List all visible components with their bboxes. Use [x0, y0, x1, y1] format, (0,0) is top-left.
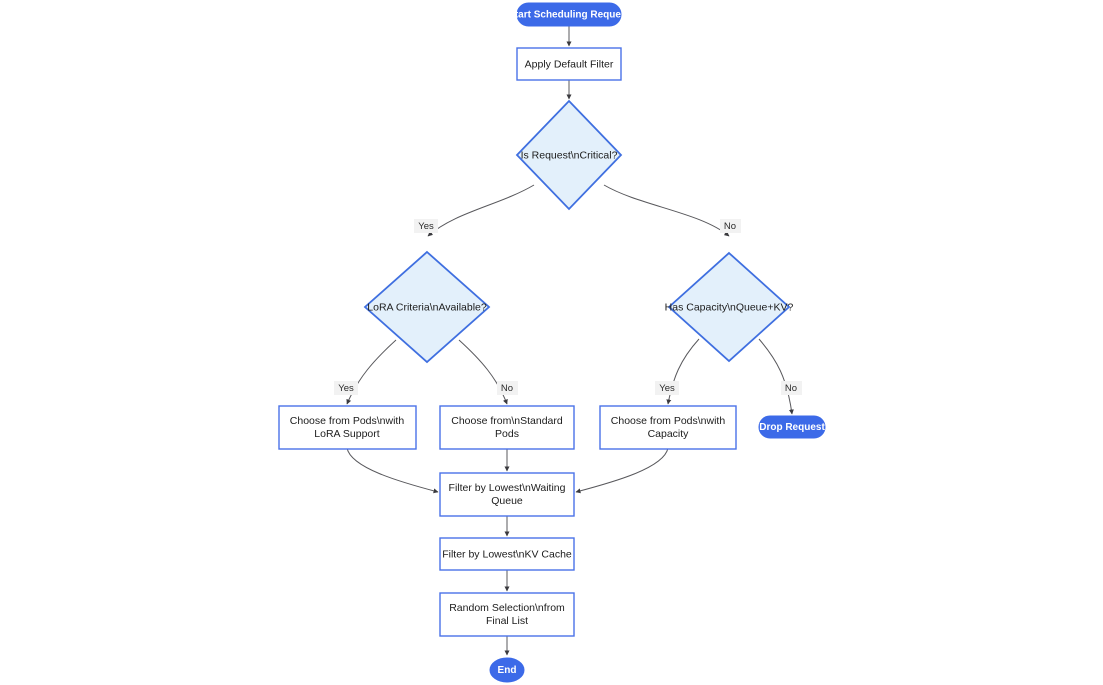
edge-label-bg [497, 381, 518, 395]
node-filter-kv-cache-label: Filter by Lowest\nKV Cache [442, 548, 572, 560]
node-apply-default-filter-shape[interactable] [516, 47, 622, 81]
node-choose-pods-lora-label-line1: Choose from Pods\nwith [290, 415, 405, 427]
node-apply-default-filter-label: Apply Default Filter [525, 58, 614, 70]
edge-label-critical-no: No [720, 219, 741, 233]
node-filter-kv-cache-shape[interactable] [439, 537, 575, 571]
node-choose-pods-capacity[interactable]: Choose from Pods\nwith Capacity [599, 405, 737, 450]
node-drop-request-label: Drop Request [759, 422, 825, 433]
edge-label-layer: Yes No Yes No Yes No [334, 219, 802, 395]
node-drop-request[interactable]: Drop Request [758, 415, 826, 439]
node-is-request-critical[interactable]: Is Request\nCritical? [515, 99, 623, 211]
edge-label-bg [414, 219, 438, 233]
node-choose-pods-capacity-label-line1: Choose from Pods\nwith [611, 415, 726, 427]
node-apply-default-filter[interactable]: Apply Default Filter [516, 47, 622, 81]
node-lora-criteria-available[interactable]: LoRA Criteria\nAvailable? [363, 250, 491, 364]
node-has-capacity[interactable]: Has Capacity\nQueue+KV? [665, 251, 794, 363]
node-choose-pods-capacity-label-line2: Capacity [648, 428, 690, 440]
node-lora-criteria-available-shape[interactable] [363, 250, 491, 364]
node-random-selection-label-line2: Final List [486, 615, 528, 627]
edge-label-bg [334, 381, 358, 395]
node-drop-request-shape[interactable] [758, 415, 826, 439]
node-is-request-critical-shape[interactable] [515, 99, 623, 211]
node-filter-waiting-queue[interactable]: Filter by Lowest\nWaiting Queue [439, 472, 575, 517]
edge-lora-to-pods-lora [346, 339, 397, 405]
edge-label-bg [655, 381, 679, 395]
edge-label-lora-no: No [497, 381, 518, 395]
edge-label-lora-yes: Yes [334, 381, 358, 395]
node-start-shape[interactable] [516, 2, 622, 27]
node-end[interactable]: End [489, 657, 525, 683]
edge-label-capacity-no: No [781, 381, 802, 395]
node-is-request-critical-label: Is Request\nCritical? [521, 149, 618, 161]
node-choose-pods-capacity-shape[interactable] [599, 405, 737, 450]
node-has-capacity-shape[interactable] [667, 251, 791, 363]
node-filter-waiting-queue-label-line2: Queue [491, 495, 523, 507]
edge-pods-cap-to-filter-queue [575, 447, 669, 494]
edge-label-text: No [724, 221, 736, 232]
edge-label-capacity-yes: Yes [655, 381, 679, 395]
edge-label-text: No [501, 383, 513, 394]
node-filter-waiting-queue-shape[interactable] [439, 472, 575, 517]
edge-capacity-to-drop [758, 338, 794, 415]
edge-critical-to-capacity [603, 184, 730, 237]
edge-pods-lora-to-filter-queue [346, 447, 439, 494]
node-random-selection-shape[interactable] [439, 592, 575, 637]
edge-layer [346, 26, 794, 656]
node-choose-pods-lora-shape[interactable] [278, 405, 417, 450]
edge-capacity-to-pods-cap [666, 338, 700, 405]
node-lora-criteria-available-label: LoRA Criteria\nAvailable? [367, 301, 487, 313]
edge-label-critical-yes: Yes [414, 219, 438, 233]
node-choose-pods-lora[interactable]: Choose from Pods\nwith LoRA Support [278, 405, 417, 450]
node-layer: Start Scheduling Request Apply Default F… [278, 2, 826, 683]
edge-label-bg [781, 381, 802, 395]
node-start[interactable]: Start Scheduling Request [508, 2, 631, 27]
node-start-label: Start Scheduling Request [508, 10, 630, 21]
node-choose-pods-standard-label-line2: Pods [495, 428, 519, 440]
edge-label-text: Yes [659, 383, 675, 394]
node-random-selection[interactable]: Random Selection\nfrom Final List [439, 592, 575, 637]
edge-label-bg [720, 219, 741, 233]
edge-lora-to-pods-std [458, 339, 508, 405]
node-filter-kv-cache[interactable]: Filter by Lowest\nKV Cache [439, 537, 575, 571]
node-filter-waiting-queue-label-line1: Filter by Lowest\nWaiting [449, 482, 566, 494]
node-choose-pods-lora-label-line2: LoRA Support [314, 428, 379, 440]
node-end-label: End [498, 665, 517, 676]
edge-label-text: Yes [338, 383, 354, 394]
edge-label-text: Yes [418, 221, 434, 232]
node-has-capacity-label: Has Capacity\nQueue+KV? [665, 301, 794, 313]
node-random-selection-label-line1: Random Selection\nfrom [449, 602, 565, 614]
node-choose-pods-standard-label-line1: Choose from\nStandard [451, 415, 563, 427]
node-choose-pods-standard-shape[interactable] [439, 405, 575, 450]
edge-critical-to-lora [427, 184, 535, 237]
edge-label-text: No [785, 383, 797, 394]
node-end-shape[interactable] [489, 657, 525, 683]
node-choose-pods-standard[interactable]: Choose from\nStandard Pods [439, 405, 575, 450]
